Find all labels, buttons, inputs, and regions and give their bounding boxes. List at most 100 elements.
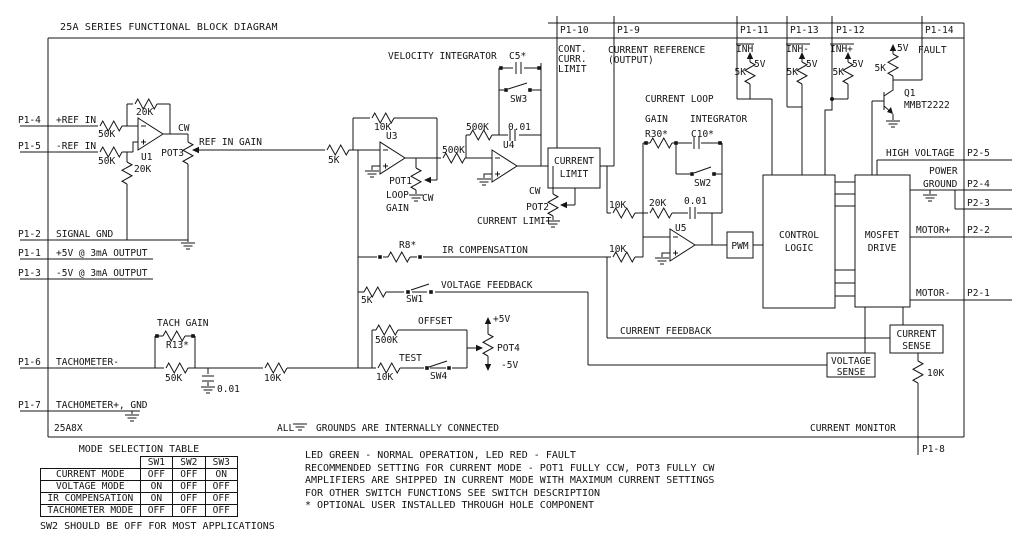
- pin-p1-10: P1-10: [560, 25, 589, 36]
- pin-p1-8: P1-8: [922, 444, 945, 455]
- page-title: 25A SERIES FUNCTIONAL BLOCK DIAGRAM: [60, 22, 278, 33]
- v-value: 5V: [852, 59, 864, 70]
- current-limit-block: [547, 147, 601, 189]
- ir-compensation-label: IR COMPENSATION: [442, 245, 528, 256]
- power-ground-label-1: POWER: [929, 166, 958, 177]
- r-value: 5K: [328, 155, 340, 166]
- pin-p2-3: P2-3: [967, 198, 990, 209]
- test-label: TEST: [399, 353, 422, 364]
- row-label: CURRENT MODE: [40, 468, 141, 481]
- grounds-note-suffix: GROUNDS ARE INTERNALLY CONNECTED: [316, 423, 499, 434]
- u4-opamp: [491, 149, 518, 183]
- pin-p2-4: P2-4: [967, 179, 990, 190]
- r-value: 20K: [134, 164, 151, 175]
- cont-curr-limit-3: LIMIT: [558, 64, 587, 75]
- current-reference-label-2: (OUTPUT): [608, 55, 654, 66]
- row-label: VOLTAGE MODE: [40, 480, 141, 493]
- pin-p1-7: P1-7: [18, 400, 41, 411]
- ground-icon: [364, 170, 380, 178]
- cell-sw2: OFF: [172, 504, 206, 517]
- cell-sw1: ON: [139, 480, 174, 493]
- cw-label: CW: [529, 186, 541, 197]
- r-value: 20K: [136, 107, 153, 118]
- note-line: AMPLIFIERS ARE SHIPPED IN CURRENT MODE W…: [305, 475, 715, 487]
- table-row: IR COMPENSATION ON OFF OFF: [40, 492, 239, 505]
- r-value: 10K: [609, 200, 626, 211]
- r-value: 10K: [374, 122, 391, 133]
- r-value: 10K: [376, 372, 393, 383]
- velocity-integrator-label: VELOCITY INTEGRATOR: [388, 51, 497, 62]
- cell-sw1: ON: [139, 492, 174, 505]
- pin-p1-5-name: -REF IN: [56, 141, 96, 152]
- cell-sw3: OFF: [204, 492, 239, 505]
- r-value: 5K: [735, 67, 747, 78]
- inh-label: INH: [736, 44, 753, 55]
- cell-sw3: OFF: [204, 480, 239, 493]
- cell-sw2: OFF: [172, 480, 206, 493]
- inh-plus-label: INH+: [830, 44, 853, 55]
- r-value: 5K: [833, 67, 845, 78]
- r8-label: R8*: [399, 240, 416, 251]
- table-footnote: SW2 SHOULD BE OFF FOR MOST APPLICATIONS: [40, 521, 275, 532]
- offset-label: OFFSET: [418, 316, 453, 327]
- motor-plus-label: MOTOR+: [916, 225, 951, 236]
- note-line: FOR OTHER SWITCH FUNCTIONS SEE SWITCH DE…: [305, 487, 601, 499]
- ground-icon: [124, 414, 140, 422]
- gain-label: GAIN: [645, 114, 668, 125]
- function-blocks: [547, 147, 944, 378]
- r-value: 5K: [787, 67, 799, 78]
- pin-p1-1: P1-1: [18, 248, 41, 259]
- wiring: [20, 16, 1012, 455]
- current-sense-box-2: SENSE: [902, 341, 931, 352]
- pin-p1-11: P1-11: [740, 25, 769, 36]
- r-value: 20K: [649, 198, 666, 209]
- table-header-sw2: SW2: [172, 456, 206, 469]
- fault-label: FAULT: [918, 45, 947, 56]
- pin-p1-3: P1-3: [18, 268, 41, 279]
- arrows: [191, 43, 897, 372]
- current-sense-box-1: CURRENT: [896, 329, 936, 340]
- inh-minus-label: INH-: [786, 44, 809, 55]
- control-logic-block: [762, 174, 836, 309]
- cont-curr-limit-1: CONT.: [558, 44, 587, 55]
- current-reference-label: CURRENT REFERENCE: [608, 45, 706, 56]
- r-value: 5K: [875, 63, 887, 74]
- u1-opamp: [137, 117, 164, 151]
- r-value: 50K: [98, 156, 115, 167]
- pin-p1-2: P1-2: [18, 229, 41, 240]
- current-monitor-label: CURRENT MONITOR: [810, 423, 896, 434]
- ground-symbols: [124, 120, 938, 431]
- c-value: 0.01: [217, 384, 240, 395]
- r-value: 5K: [361, 295, 373, 306]
- loop-gain-label-2: GAIN: [386, 203, 409, 214]
- table-row: TACHOMETER MODE OFF OFF OFF: [40, 504, 239, 517]
- ground-icon: [476, 178, 492, 186]
- sw2-label: SW2: [694, 178, 711, 189]
- r13-label: R13*: [166, 340, 189, 351]
- pot4-label: POT4: [497, 343, 520, 354]
- sw3-label: SW3: [510, 94, 527, 105]
- pot1-wiper-arrow: [423, 176, 432, 184]
- ground-icon: [200, 386, 216, 394]
- current-limit-box-1: CURRENT: [554, 156, 594, 167]
- c10-label: C10*: [691, 129, 714, 140]
- loop-gain-label-1: LOOP: [386, 190, 409, 201]
- q1-type-label: MMBT2222: [904, 100, 950, 111]
- current-limit-box-2: LIMIT: [560, 169, 589, 180]
- row-label: TACHOMETER MODE: [40, 504, 141, 517]
- component-pads: [155, 66, 834, 370]
- current-loop-label: CURRENT LOOP: [645, 94, 714, 105]
- note-line: LED GREEN - NORMAL OPERATION, LED RED - …: [305, 450, 576, 461]
- q1-emitter-arrow: [887, 107, 893, 114]
- ground-icon: [292, 423, 308, 431]
- cont-curr-limit-2: CURR.: [558, 54, 587, 65]
- current-limit-pot-label: CURRENT LIMIT: [477, 216, 552, 227]
- pot2-wiper-arrow: [559, 201, 568, 209]
- control-logic-box-2: LOGIC: [785, 243, 814, 254]
- c-value: 0.01: [684, 196, 707, 207]
- pin-p1-13: P1-13: [790, 25, 819, 36]
- u3-label: U3: [386, 131, 397, 142]
- ground-icon: [922, 194, 938, 202]
- v-value: 5V: [897, 43, 909, 54]
